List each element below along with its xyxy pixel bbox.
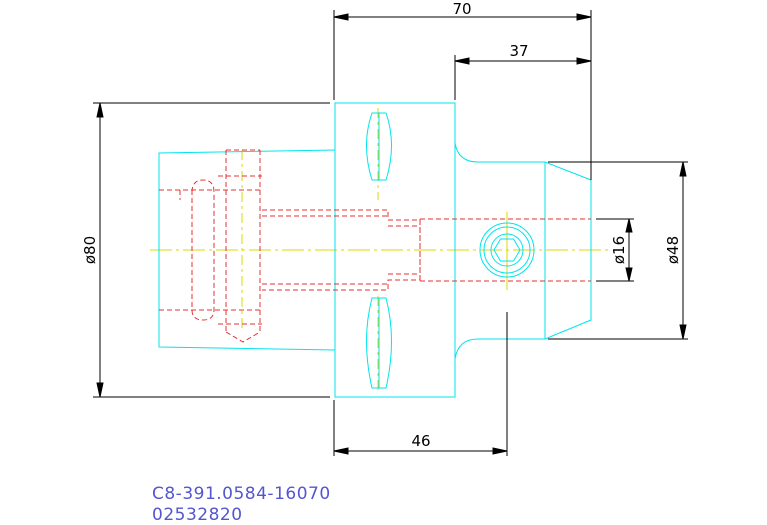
dim-46-arrow-left [333,447,349,455]
dim-70-arrow-left [333,13,349,21]
drive-slot-top [366,112,392,181]
dim-16-label: ø16 [610,236,628,264]
screw-head-outer [479,222,535,278]
part-outline [158,102,592,398]
pin-bore-tip [225,331,261,343]
dim-37-arrow-left [454,57,470,65]
dim-80-arrow-bottom [96,382,104,398]
dimension-labels: 70 37 46 ø80 ø48 ø16 [81,0,682,450]
dimensions [93,10,688,456]
dim-70-label: 70 [452,0,471,18]
shank-outline [158,149,336,351]
flange-outline [334,102,456,398]
screw-head-inner [483,226,531,274]
dim-16-arrow-top [625,218,633,233]
central-bore [262,209,421,291]
part-number-line2: 02532820 [152,505,243,525]
front-bore [419,218,591,282]
dim-48-label: ø48 [664,236,682,264]
dim-46-label: 46 [411,432,430,450]
dim-46-arrow-right [492,447,508,455]
dim-37-arrow-right [576,57,592,65]
screw-hex-socket [493,238,521,262]
part-number-line1: C8-391.0584-16070 [152,484,331,504]
screw-head-socket-ring [490,233,524,267]
dim-48-arrow-bottom [679,324,687,340]
dim-80-label: ø80 [81,236,99,264]
pocket-outline [191,179,215,321]
dim-16-arrow-bottom [625,267,633,282]
nose-outline [454,142,592,360]
dim-80-arrow-top [96,102,104,118]
hidden-lines [159,149,591,343]
dim-70-arrow-right [576,13,592,21]
dim-48-arrow-top [679,161,687,177]
dim-37-label: 37 [509,42,528,60]
drive-slot-bottom [366,297,392,389]
